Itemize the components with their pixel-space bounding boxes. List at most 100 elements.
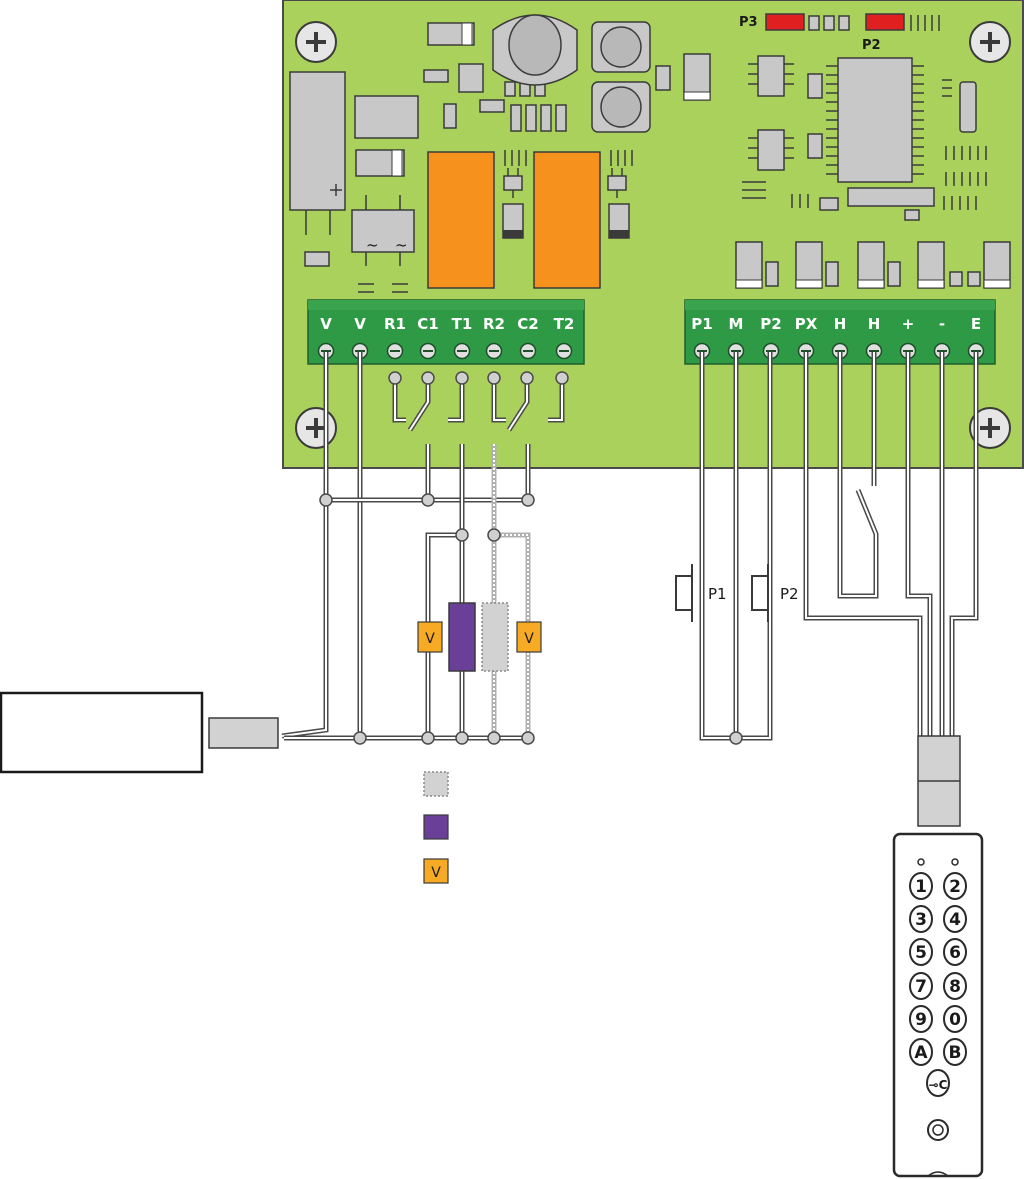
terminal-screw-icon[interactable] [762, 342, 780, 360]
key-symbol-button[interactable]: ⊸C [926, 1069, 950, 1097]
key-2-button[interactable]: 2 [943, 872, 967, 900]
terminal-screw-icon[interactable] [453, 342, 471, 360]
mounting-hole-icon [969, 21, 1011, 63]
legend: V [423, 771, 449, 884]
terminal-label-right-7: - [939, 315, 945, 333]
terminal-label-right-5: H [868, 315, 881, 333]
transistor-icon [607, 168, 627, 198]
smd-component [825, 261, 839, 287]
pushbutton-p2[interactable]: P2 [751, 564, 799, 622]
key-3-button[interactable]: 3 [909, 905, 933, 933]
terminal-label-right-4: H [834, 315, 847, 333]
resistor-array [742, 79, 987, 210]
power-connector [208, 717, 279, 749]
smd-component [823, 15, 835, 31]
terminal-label-left-2: R1 [384, 315, 406, 333]
led-icon [917, 858, 925, 866]
crystal-icon [959, 81, 977, 133]
varistor-right: V [516, 621, 542, 653]
key-9-button[interactable]: 9 [909, 1005, 933, 1033]
diode-icon [502, 203, 524, 239]
key-label: 3 [915, 910, 927, 930]
terminal-label-left-5: R2 [483, 315, 505, 333]
terminal-screw-icon[interactable] [386, 342, 404, 360]
smd-component [887, 261, 901, 287]
resistor-array [504, 150, 633, 166]
terminal-screw-icon[interactable] [797, 342, 815, 360]
lock-fail-safe [481, 602, 509, 672]
key-6-button[interactable]: 6 [943, 938, 967, 966]
smd-component [540, 104, 552, 132]
key-a-button[interactable]: A [909, 1038, 933, 1066]
inductor-icon [591, 21, 651, 73]
mounting-hole-icon [295, 21, 337, 63]
smd-component [838, 15, 850, 31]
key-7-button[interactable]: 7 [909, 972, 933, 1000]
terminal-label-left-3: C1 [417, 315, 438, 333]
legend-varistor-label: V [431, 865, 441, 881]
terminal-screw-icon[interactable] [519, 342, 537, 360]
relay-1 [427, 151, 495, 289]
key-label: 0 [949, 1010, 961, 1030]
svg-text:~: ~ [366, 236, 379, 254]
terminal-label-left-7: T2 [554, 315, 575, 333]
key-8-button[interactable]: 8 [943, 972, 967, 1000]
smd-component [949, 271, 963, 287]
capacitor-icon [289, 71, 346, 235]
led-icon [951, 858, 959, 866]
key-label: A [914, 1043, 928, 1063]
ic-icon [748, 129, 794, 171]
smd-component [967, 271, 981, 287]
header-connector [847, 187, 935, 207]
lock-fail-secure [448, 602, 476, 672]
key-0-button[interactable]: 0 [943, 1005, 967, 1033]
power-supply-box [0, 691, 204, 774]
terminal-screw-icon[interactable] [555, 342, 573, 360]
key-b-button[interactable]: B [943, 1038, 967, 1066]
smd-component [304, 251, 330, 267]
smd-component [423, 69, 449, 83]
terminal-label-right-0: P1 [691, 315, 712, 333]
key-label: 9 [915, 1010, 927, 1030]
terminal-label-left-1: V [354, 315, 366, 333]
transistor-icon [735, 241, 763, 289]
transistor-icon [819, 197, 839, 211]
jumper-p3[interactable] [765, 13, 805, 31]
ic-icon [458, 63, 484, 93]
mounting-hole-icon [295, 407, 337, 449]
pushbutton-p1[interactable]: P1 [675, 564, 727, 622]
key-4-button[interactable]: 4 [943, 905, 967, 933]
terminal-label-left-0: V [320, 315, 332, 333]
key-label: 4 [949, 910, 961, 930]
smd-component [504, 81, 516, 97]
transistor-icon [857, 241, 885, 289]
key-label: 7 [915, 977, 927, 997]
smd-component [765, 261, 779, 287]
smd-component [525, 104, 537, 132]
smd-component [807, 133, 823, 159]
key-label: 5 [915, 943, 927, 963]
key-1-button[interactable]: 1 [909, 872, 933, 900]
pushbutton-p2-label: P2 [780, 585, 799, 603]
smd-component [510, 104, 522, 132]
legend-swatch-varistor [423, 858, 449, 884]
jumper-p2[interactable] [865, 13, 905, 31]
smd-component [904, 209, 920, 221]
smd-component [555, 104, 567, 132]
terminal-screw-icon[interactable] [485, 342, 503, 360]
transistor-icon [983, 241, 1011, 289]
terminal-label-left-6: C2 [517, 315, 538, 333]
svg-text:~: ~ [395, 236, 408, 254]
wiring-right [699, 352, 979, 745]
pushbutton-p1-label: P1 [708, 585, 727, 603]
relay-contacts [388, 371, 569, 432]
transistor-icon [917, 241, 945, 289]
smd-component [807, 73, 823, 99]
control-board: ~ ~ [282, 0, 1024, 469]
key-label: 2 [949, 877, 961, 897]
key-5-button[interactable]: 5 [909, 938, 933, 966]
terminal-screw-icon[interactable] [419, 342, 437, 360]
